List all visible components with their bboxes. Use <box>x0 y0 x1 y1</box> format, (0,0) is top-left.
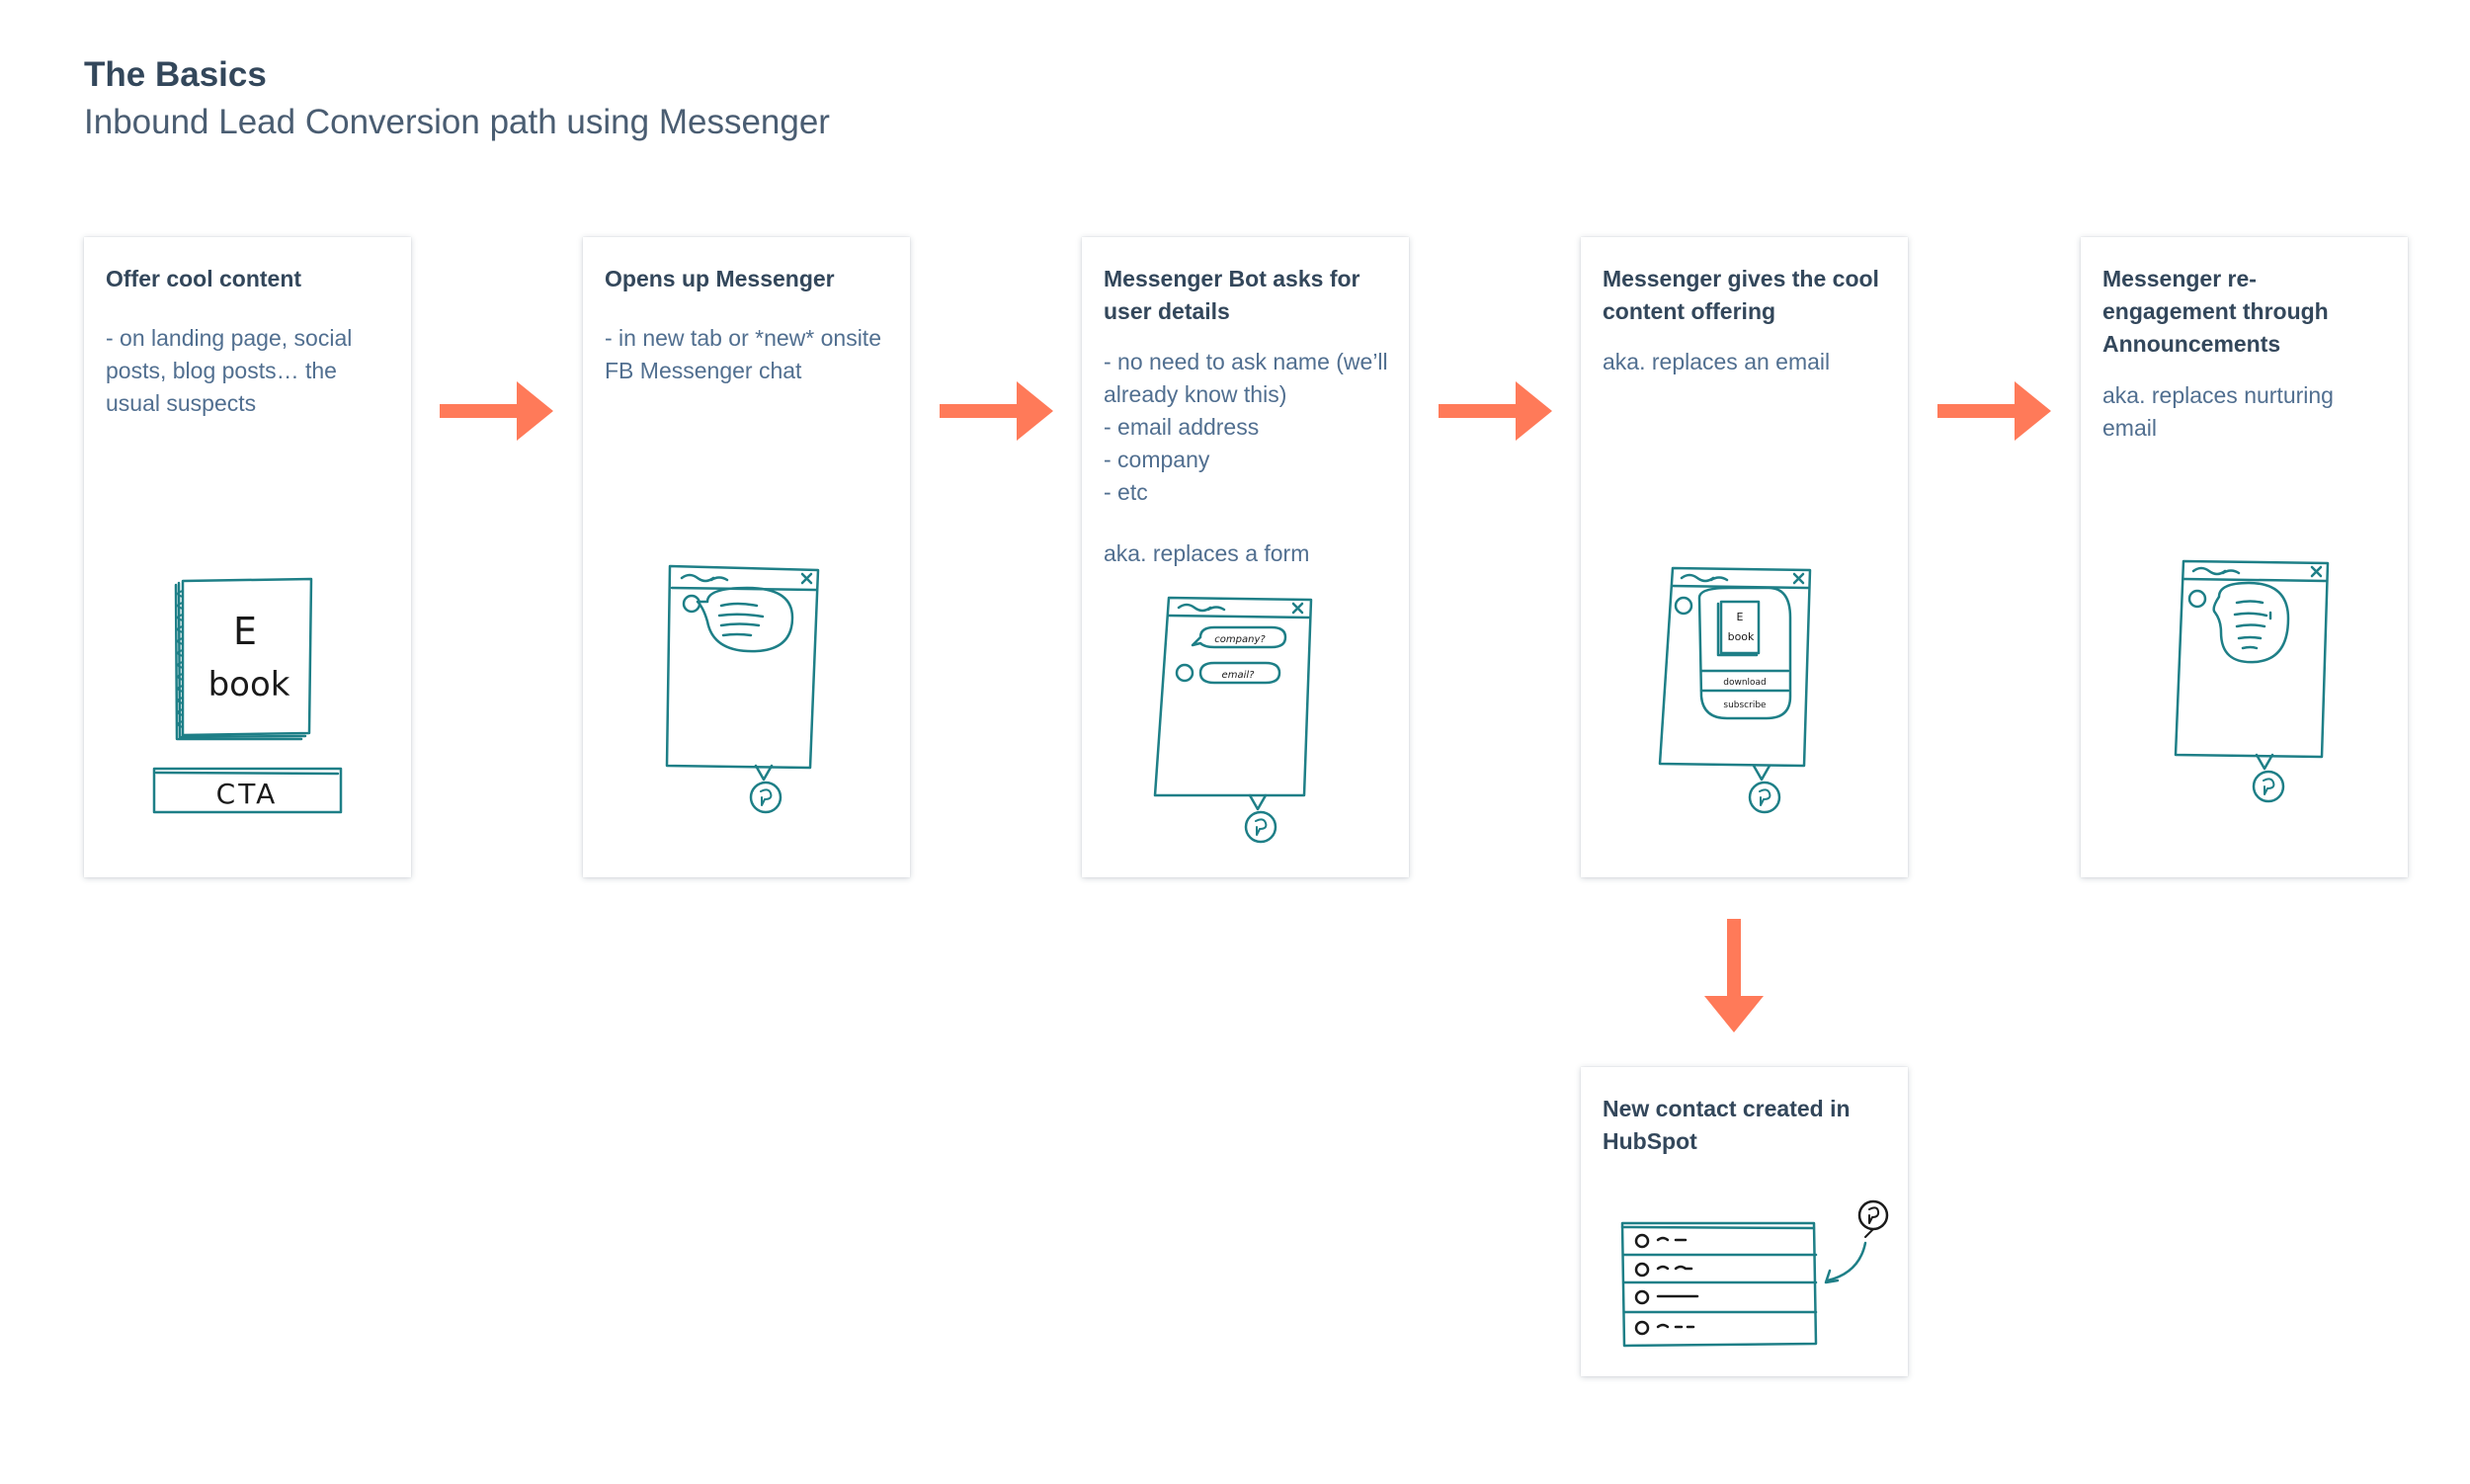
messenger-bot-form-sketch: company? email? <box>1153 596 1313 844</box>
step-note: aka. replaces nurturing email <box>2102 382 2334 441</box>
step-card-offer-content: Offer cool content - on landing page, so… <box>84 237 411 877</box>
offer-subscribe-button: subscribe <box>1723 701 1767 710</box>
step-card-bot-asks-details: Messenger Bot asks for user details - no… <box>1082 237 1409 877</box>
bot-bubble-company: company? <box>1214 634 1266 645</box>
step-heading: Messenger Bot asks for user details <box>1104 266 1360 324</box>
step-card-open-messenger: Opens up Messenger - in new tab or *new*… <box>583 237 910 877</box>
step-detail-line: - email address <box>1104 414 1260 440</box>
ebook-label-e: E <box>233 610 257 653</box>
ebook-cta-sketch: E book CTA <box>152 577 343 814</box>
step-card-content-offering: Messenger gives the cool content offerin… <box>1581 237 1908 877</box>
messenger-window-sketch <box>665 564 820 814</box>
step-description: aka. replaces nurturing email <box>2102 379 2392 445</box>
step-description: - on landing page, social posts, blog po… <box>106 322 395 420</box>
step-description: - in new tab or *new* onsite FB Messenge… <box>605 322 894 387</box>
messenger-announcement-sketch <box>2174 559 2330 803</box>
step-heading: Messenger re-engagement through Announce… <box>2102 266 2329 357</box>
offer-ebook-book: book <box>1728 630 1755 643</box>
arrow-down-icon <box>1704 919 1764 1032</box>
ebook-label-book: book <box>208 665 290 704</box>
arrow-right-icon <box>940 381 1053 441</box>
offer-download-button: download <box>1723 678 1767 688</box>
hubspot-contacts-list-sketch <box>1620 1199 1889 1348</box>
step-detail-line: - on landing page, social posts, blog po… <box>106 325 353 416</box>
step-detail-line: - etc <box>1104 479 1148 505</box>
page-title: The Basics <box>84 55 267 94</box>
step-detail-line: - no need to ask name (we’ll already kno… <box>1104 349 1388 407</box>
step-heading: Opens up Messenger <box>605 266 835 291</box>
arrow-right-icon <box>440 381 553 441</box>
step-heading: Offer cool content <box>106 266 302 291</box>
arrow-right-icon <box>1439 381 1552 441</box>
step-note: aka. replaces an email <box>1603 349 1831 374</box>
step-note: aka. replaces a form <box>1104 540 1310 566</box>
arrow-right-icon <box>1937 381 2051 441</box>
offer-ebook-e: E <box>1737 611 1744 623</box>
step-heading: Messenger gives the cool content offerin… <box>1603 266 1879 324</box>
result-heading: New contact created in HubSpot <box>1603 1096 1851 1154</box>
step-detail-line: - in new tab or *new* onsite FB Messenge… <box>605 325 881 383</box>
step-card-re-engagement: Messenger re-engagement through Announce… <box>2081 237 2408 877</box>
cta-label: CTA <box>216 778 279 810</box>
step-detail-line: - company <box>1104 447 1210 472</box>
step-description: aka. replaces an email <box>1603 346 1892 378</box>
page-subtitle: Inbound Lead Conversion path using Messe… <box>84 103 830 141</box>
messenger-content-offer-sketch: E book download subscribe <box>1658 566 1812 814</box>
step-description: - no need to ask name (we’ll already kno… <box>1104 346 1393 570</box>
result-card-new-contact: New contact created in HubSpot <box>1581 1067 1908 1376</box>
bot-bubble-email: email? <box>1222 670 1256 681</box>
